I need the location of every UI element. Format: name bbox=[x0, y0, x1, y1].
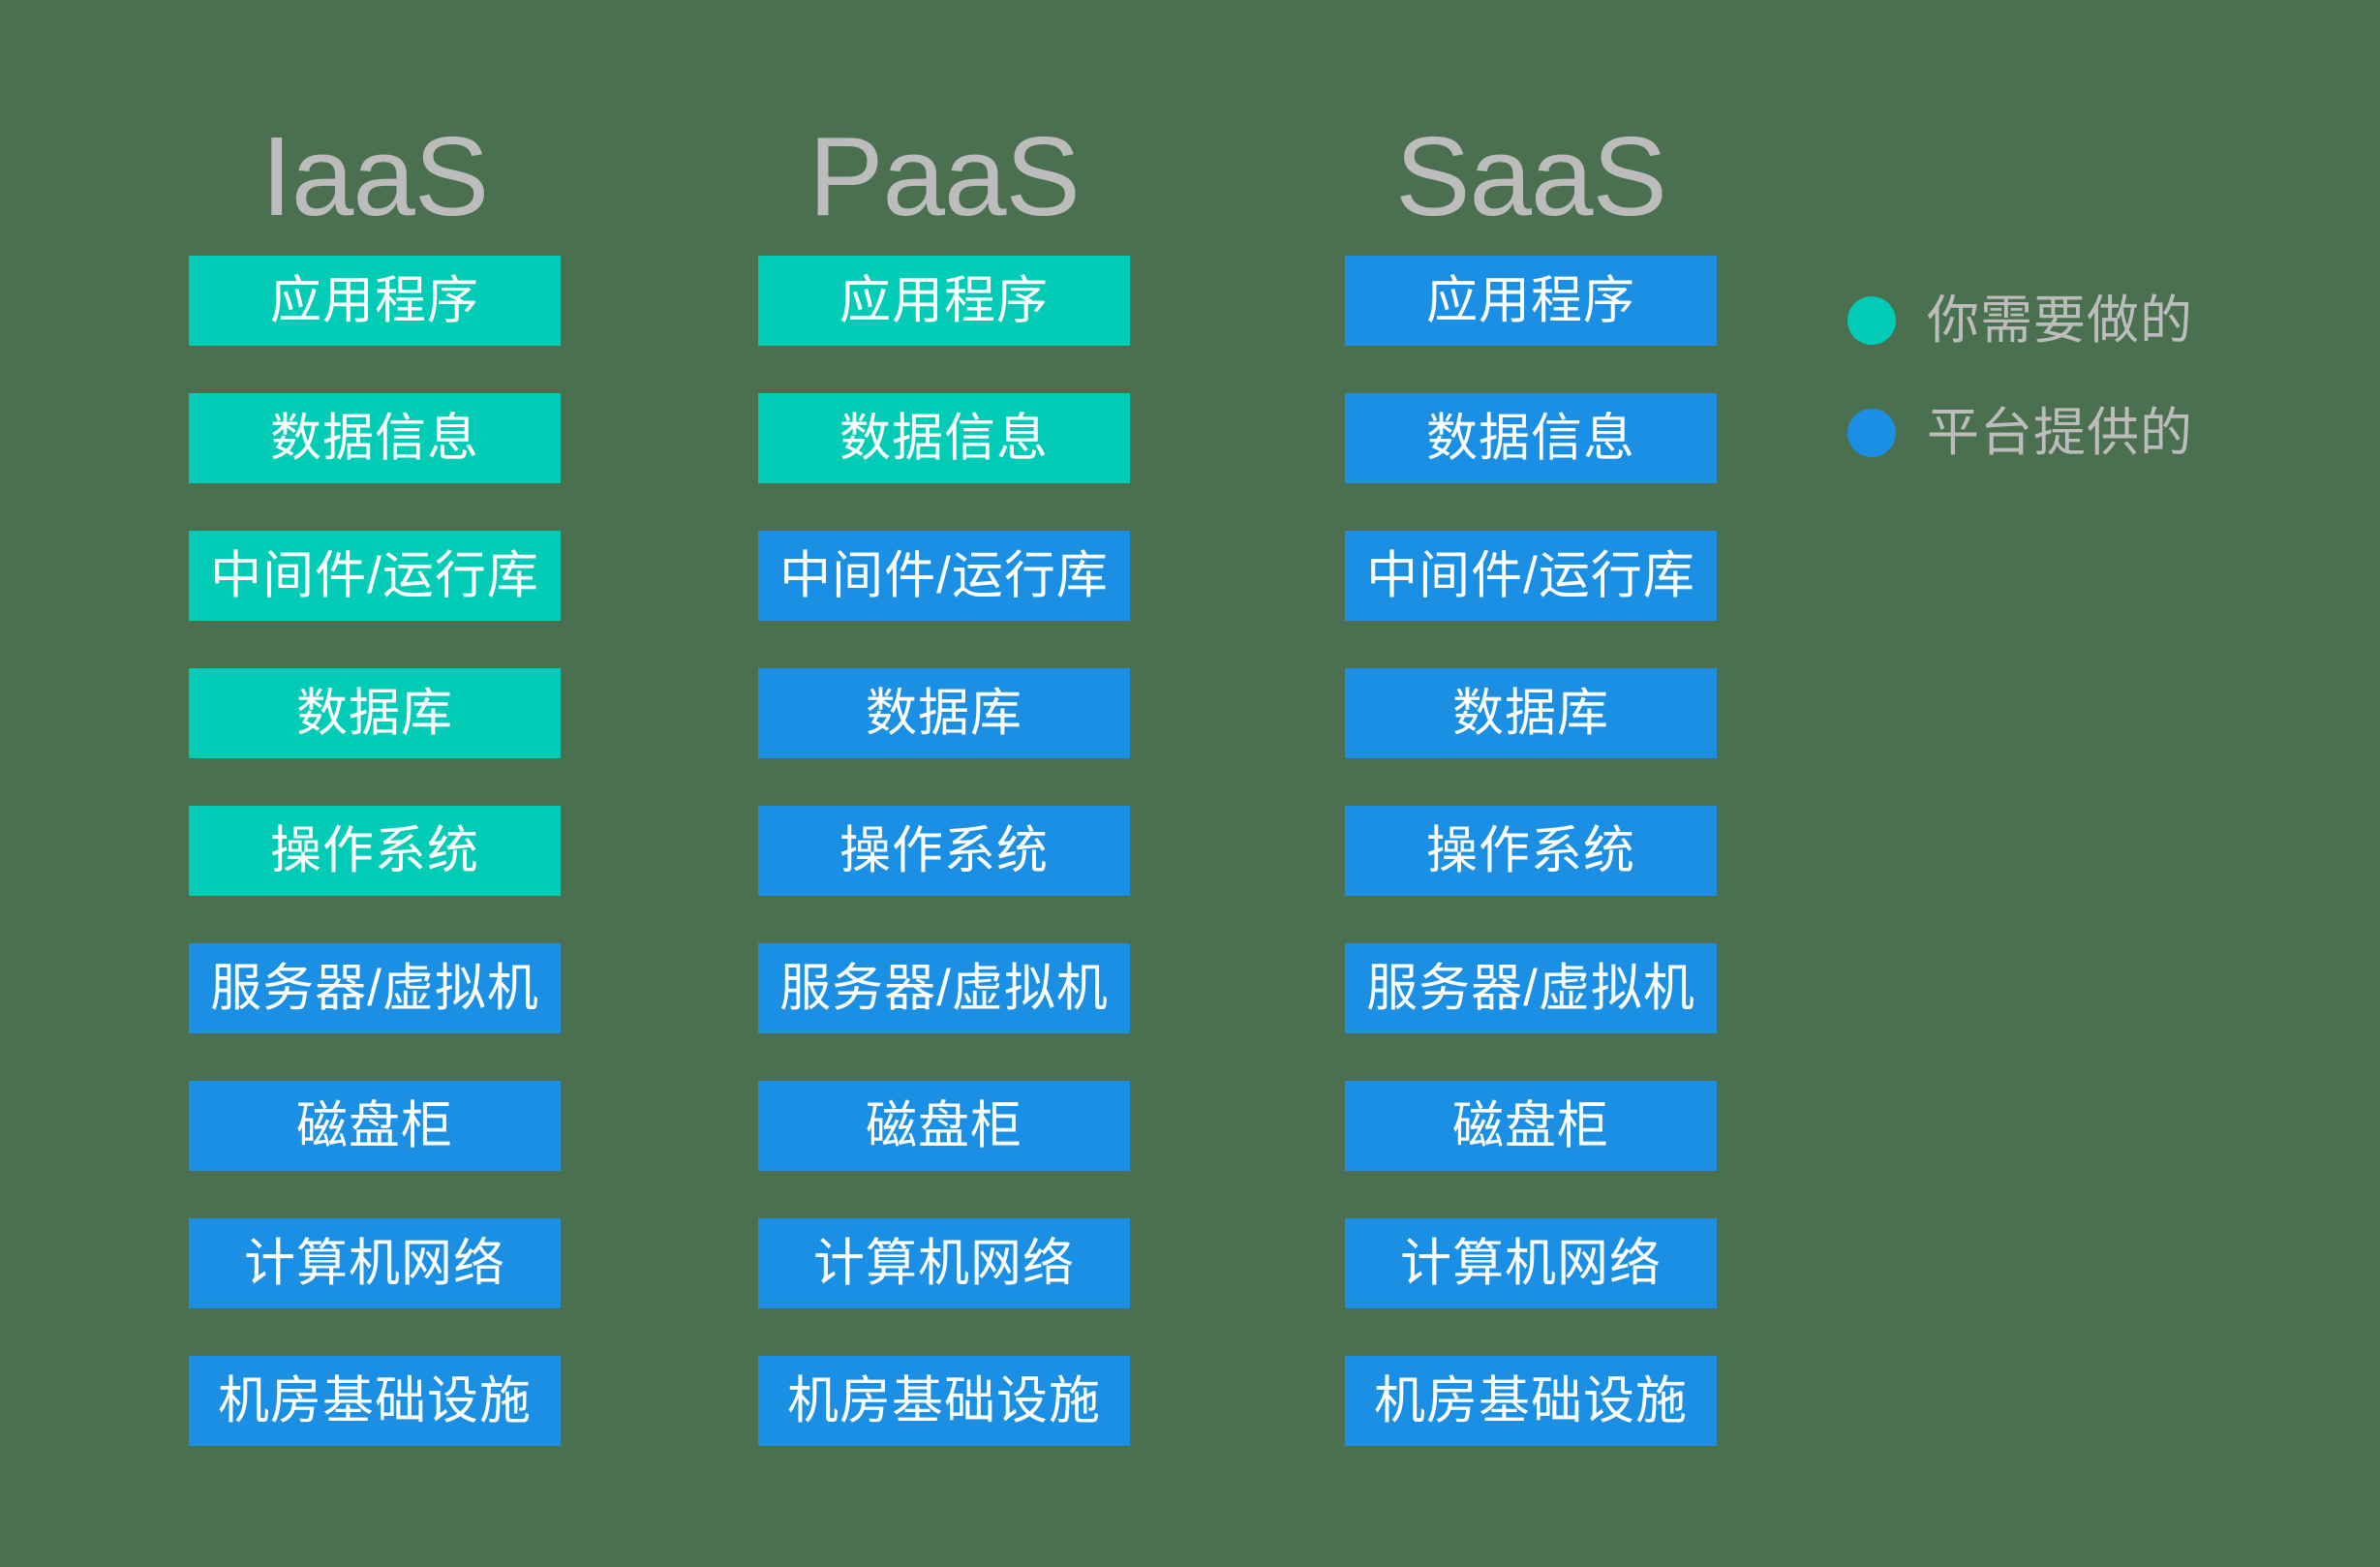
layer-label: 数据信息 bbox=[839, 410, 1049, 467]
layer-saas-1[interactable]: 数据信息 bbox=[1345, 393, 1717, 483]
layer-label: 机房基础设施 bbox=[787, 1372, 1101, 1429]
layer-label: 计算机网络 bbox=[244, 1235, 505, 1292]
blue-dot-icon bbox=[1847, 409, 1896, 457]
layer-label: 中间件/运行库 bbox=[210, 547, 539, 604]
layer-label: 中间件/运行库 bbox=[779, 547, 1109, 604]
layer-label: 应用程序 bbox=[1426, 272, 1635, 329]
layer-paas-0[interactable]: 应用程序 bbox=[758, 256, 1130, 346]
legend-label: 平台提供的 bbox=[1927, 404, 2193, 462]
layer-paas-7[interactable]: 计算机网络 bbox=[758, 1218, 1130, 1308]
layer-label: 操作系统 bbox=[839, 822, 1049, 879]
layer-label: 数据库 bbox=[866, 685, 1022, 742]
layer-label: 应用程序 bbox=[839, 272, 1049, 329]
layer-iaas-7[interactable]: 计算机网络 bbox=[189, 1218, 561, 1308]
column-header-saas: SaaS bbox=[1395, 113, 1667, 239]
layer-iaas-6[interactable]: 磁盘柜 bbox=[189, 1081, 561, 1171]
layer-label: 数据库 bbox=[296, 685, 453, 742]
layer-saas-0[interactable]: 应用程序 bbox=[1345, 256, 1717, 346]
layer-label: 磁盘柜 bbox=[866, 1097, 1022, 1154]
layer-stack-iaas: 应用程序 数据信息 中间件/运行库 数据库 操作系统 服务器/虚拟机 磁盘柜 计… bbox=[189, 256, 561, 1446]
layer-label: 计算机网络 bbox=[813, 1235, 1075, 1292]
layer-paas-3[interactable]: 数据库 bbox=[758, 668, 1130, 758]
layer-label: 操作系统 bbox=[270, 822, 479, 879]
teal-dot-icon bbox=[1847, 296, 1896, 345]
layer-label: 计算机网络 bbox=[1400, 1235, 1662, 1292]
layer-label: 中间件/运行库 bbox=[1366, 547, 1695, 604]
column-header-paas: PaaS bbox=[809, 113, 1081, 239]
layer-stack-saas: 应用程序 数据信息 中间件/运行库 数据库 操作系统 服务器/虚拟机 磁盘柜 计… bbox=[1345, 256, 1717, 1446]
column-iaas: IaaS 应用程序 数据信息 中间件/运行库 数据库 操作系统 服务器/虚拟机 … bbox=[189, 107, 561, 1446]
layer-label: 机房基础设施 bbox=[1374, 1372, 1688, 1429]
layer-paas-6[interactable]: 磁盘柜 bbox=[758, 1081, 1130, 1171]
layer-paas-2[interactable]: 中间件/运行库 bbox=[758, 531, 1130, 621]
legend-item-customer: 你需要做的 bbox=[1847, 291, 2264, 351]
layer-label: 数据信息 bbox=[270, 410, 479, 467]
legend-label: 你需要做的 bbox=[1927, 292, 2193, 350]
layer-saas-6[interactable]: 磁盘柜 bbox=[1345, 1081, 1717, 1171]
legend-item-platform: 平台提供的 bbox=[1847, 403, 2264, 463]
layer-paas-5[interactable]: 服务器/虚拟机 bbox=[758, 943, 1130, 1033]
layer-label: 数据库 bbox=[1452, 685, 1609, 742]
layer-label: 应用程序 bbox=[270, 272, 479, 329]
layer-label: 操作系统 bbox=[1426, 822, 1635, 879]
layer-label: 服务器/虚拟机 bbox=[1366, 960, 1695, 1017]
column-header-iaas: IaaS bbox=[260, 113, 490, 239]
layer-saas-4[interactable]: 操作系统 bbox=[1345, 806, 1717, 896]
layer-iaas-0[interactable]: 应用程序 bbox=[189, 256, 561, 346]
layer-iaas-3[interactable]: 数据库 bbox=[189, 668, 561, 758]
layer-iaas-5[interactable]: 服务器/虚拟机 bbox=[189, 943, 561, 1033]
layer-iaas-1[interactable]: 数据信息 bbox=[189, 393, 561, 483]
column-paas: PaaS 应用程序 数据信息 中间件/运行库 数据库 操作系统 服务器/虚拟机 … bbox=[758, 107, 1130, 1446]
column-saas: SaaS 应用程序 数据信息 中间件/运行库 数据库 操作系统 服务器/虚拟机 … bbox=[1345, 107, 1717, 1446]
layer-label: 服务器/虚拟机 bbox=[779, 960, 1109, 1017]
layer-label: 机房基础设施 bbox=[218, 1372, 532, 1429]
layer-label: 磁盘柜 bbox=[296, 1097, 453, 1154]
layer-paas-1[interactable]: 数据信息 bbox=[758, 393, 1130, 483]
layer-saas-3[interactable]: 数据库 bbox=[1345, 668, 1717, 758]
layer-iaas-2[interactable]: 中间件/运行库 bbox=[189, 531, 561, 621]
layer-saas-2[interactable]: 中间件/运行库 bbox=[1345, 531, 1717, 621]
layer-saas-5[interactable]: 服务器/虚拟机 bbox=[1345, 943, 1717, 1033]
layer-saas-7[interactable]: 计算机网络 bbox=[1345, 1218, 1717, 1308]
layer-paas-8[interactable]: 机房基础设施 bbox=[758, 1356, 1130, 1446]
layer-label: 数据信息 bbox=[1426, 410, 1635, 467]
layer-stack-paas: 应用程序 数据信息 中间件/运行库 数据库 操作系统 服务器/虚拟机 磁盘柜 计… bbox=[758, 256, 1130, 1446]
layer-paas-4[interactable]: 操作系统 bbox=[758, 806, 1130, 896]
legend: 你需要做的 平台提供的 bbox=[1847, 291, 2264, 463]
layer-label: 服务器/虚拟机 bbox=[210, 960, 539, 1017]
layer-label: 磁盘柜 bbox=[1452, 1097, 1609, 1154]
layer-iaas-4[interactable]: 操作系统 bbox=[189, 806, 561, 896]
layer-saas-8[interactable]: 机房基础设施 bbox=[1345, 1356, 1717, 1446]
layer-iaas-8[interactable]: 机房基础设施 bbox=[189, 1356, 561, 1446]
